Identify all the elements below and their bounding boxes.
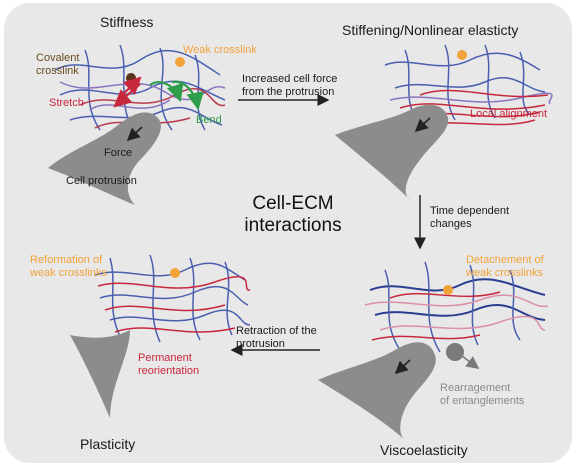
viscoelastic-fiber-network: [364, 261, 549, 353]
transition-label-2: Time dependent changes: [430, 205, 510, 230]
entanglement-blob: [446, 343, 464, 361]
reformation-label: Reformation of weak crosslinks: [30, 254, 108, 279]
stiffening-title: Stiffening/Nonlinear elasticty: [342, 22, 519, 38]
weak-crosslink-dot-4: [170, 268, 180, 278]
plasticity-title: Plasticity: [80, 436, 136, 452]
center-title-line2: interactions: [244, 214, 342, 236]
force-label: Force: [104, 147, 133, 159]
detachment-label: Detachement of weak crosslinks: [466, 254, 544, 279]
stiffening-fiber-network: [384, 44, 553, 129]
bend-label: Bend: [196, 114, 222, 126]
weak-crosslink-dot-3: [443, 285, 453, 295]
weak-crosslink-dot: [175, 57, 185, 67]
center-title: Cell-ECM interactions: [238, 193, 348, 237]
force-arrow: [126, 126, 143, 142]
covalent-crosslink-dot: [126, 73, 136, 83]
weak-crosslink-label: Weak crosslink: [183, 44, 257, 56]
viscoelasticity-title: Viscoelasticity: [380, 442, 468, 458]
plastic-fiber-network: [94, 254, 251, 343]
cell-protrusion-label: Cell protrusion: [66, 175, 137, 187]
stiffness-title: Stiffness: [100, 14, 154, 30]
cell-protrusion-shape-4: [70, 330, 130, 418]
transition-label-3: Retraction of the protrusion: [236, 325, 317, 350]
stretch-label: Stretch: [49, 97, 84, 109]
covalent-crosslink-label: Covalent crosslink: [36, 52, 80, 77]
local-alignment-label: Local alignment: [470, 108, 548, 120]
transition-label-1: Increased cell force from the protrusion: [242, 73, 338, 98]
bend-arrow-2: [171, 80, 204, 111]
rearrangement-label: Rearragement of entanglements: [440, 382, 525, 407]
bend-arrow-1: [149, 81, 184, 103]
force-arrow-2: [414, 117, 431, 133]
rearrangement-arrow: [461, 355, 480, 369]
weak-crosslink-dot-2: [457, 50, 467, 60]
cell-protrusion-shape-3: [318, 342, 436, 440]
center-title-line1: Cell-ECM: [252, 193, 334, 214]
cell-protrusion-shape-2: [335, 104, 449, 200]
stretch-arrow-back: [121, 76, 142, 96]
permanent-reorientation-label: Permanent reorientation: [138, 352, 200, 377]
force-arrow-3: [394, 359, 411, 375]
